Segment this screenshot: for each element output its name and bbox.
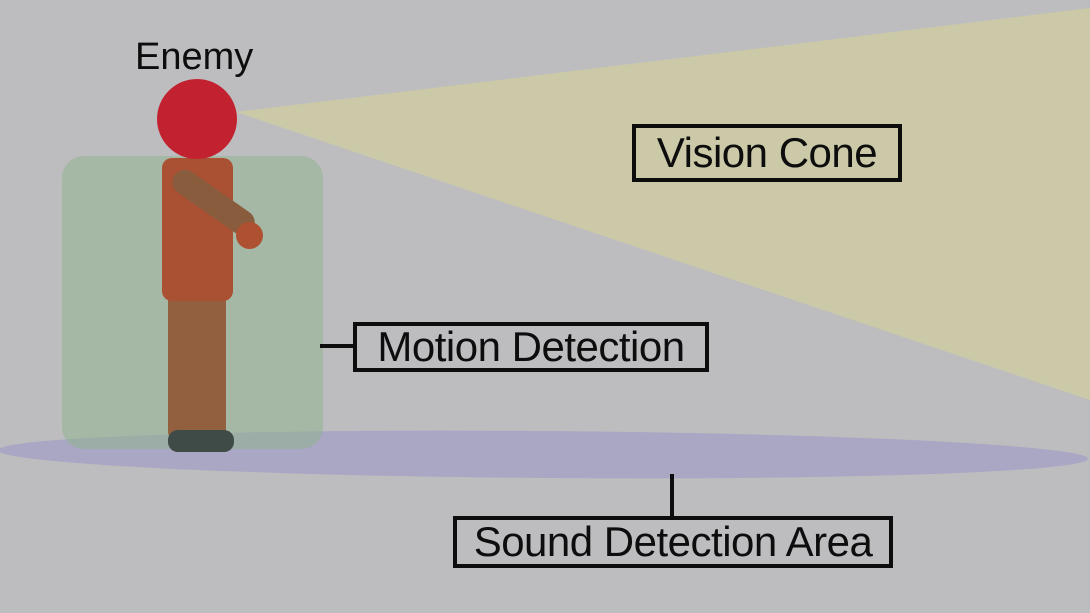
enemy-legs (168, 296, 226, 438)
vision-cone-label-text: Vision Cone (656, 129, 878, 176)
vision-cone-label: Vision Cone (632, 124, 902, 182)
enemy-head (157, 79, 237, 159)
sound-connector-line (670, 474, 674, 517)
enemy-label: Enemy (135, 36, 254, 78)
sound-detection-label: Sound Detection Area (453, 516, 893, 568)
enemy-hand (236, 222, 263, 249)
motion-detection-label-text: Motion Detection (377, 323, 685, 370)
enemy-foot (168, 430, 234, 452)
motion-connector-line (320, 344, 354, 348)
sound-detection-label-text: Sound Detection Area (473, 518, 873, 565)
motion-detection-label: Motion Detection (353, 322, 709, 372)
